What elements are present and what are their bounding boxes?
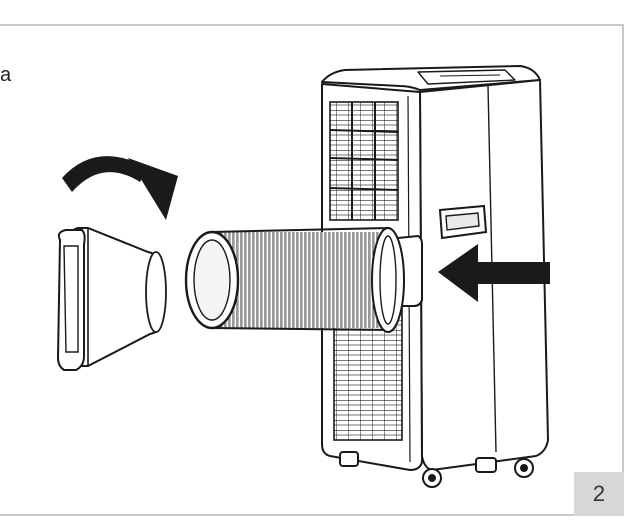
exhaust-hose: [184, 227, 405, 333]
upper-air-grille: [329, 101, 399, 221]
side-handle: [438, 204, 488, 240]
window-adapter: [56, 227, 167, 371]
step-label: a: [0, 64, 12, 86]
left-arrow-icon: [438, 244, 550, 302]
page-number-badge: 2: [574, 472, 624, 516]
curved-arrow-icon: [62, 156, 178, 220]
caster-wheels: [339, 451, 534, 488]
figure-frame: [0, 24, 624, 516]
